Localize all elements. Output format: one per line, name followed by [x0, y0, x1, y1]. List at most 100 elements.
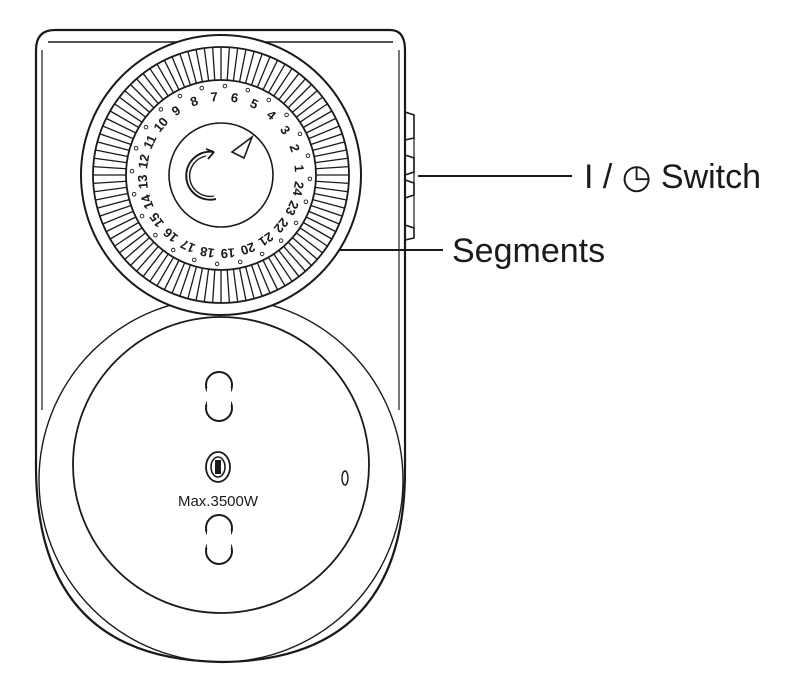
segment-tab[interactable] [99, 204, 132, 217]
segment-tab[interactable] [287, 84, 312, 109]
segment-tab[interactable] [283, 245, 306, 272]
segment-tab[interactable] [308, 125, 340, 140]
segment-tab[interactable] [312, 141, 345, 152]
segment-tab[interactable] [295, 232, 323, 254]
segment-tab[interactable] [238, 49, 247, 82]
segment-tab[interactable] [136, 78, 159, 105]
segment-tab[interactable] [97, 141, 130, 152]
segment-tab[interactable] [171, 262, 186, 294]
segment-tab[interactable] [179, 53, 192, 86]
segment-tab[interactable] [250, 53, 263, 86]
segment-tab[interactable] [93, 165, 127, 170]
segment-tab[interactable] [314, 192, 347, 201]
segment-tab[interactable] [156, 256, 175, 287]
segment-tab[interactable] [195, 268, 204, 301]
segment-tab[interactable] [262, 59, 279, 91]
segment-tab[interactable] [105, 117, 137, 134]
segment-tab[interactable] [267, 256, 286, 287]
segment-tab[interactable] [278, 249, 300, 277]
segment-tab[interactable] [226, 269, 231, 303]
segment-tab[interactable] [93, 180, 127, 185]
segment-tab[interactable] [211, 269, 216, 303]
segment-tab[interactable] [310, 204, 343, 217]
segment-tab[interactable] [97, 198, 130, 209]
segment-tab[interactable] [187, 266, 198, 299]
segment-tab[interactable] [109, 221, 140, 240]
segment-tab[interactable] [95, 192, 128, 201]
hour-number: 18 [199, 244, 216, 261]
segment-tab[interactable] [244, 266, 255, 299]
segment-tab[interactable] [262, 259, 279, 291]
segment-tab[interactable] [302, 221, 333, 240]
indicator-slot [341, 470, 349, 486]
segment-tab[interactable] [163, 59, 180, 91]
time-pointer-icon [230, 134, 254, 160]
segment-tab[interactable] [119, 96, 147, 118]
segment-tab[interactable] [273, 253, 293, 282]
segment-tab[interactable] [179, 264, 192, 297]
segment-tab[interactable] [102, 125, 134, 140]
segment-tab[interactable] [305, 216, 337, 233]
segment-tab[interactable] [305, 117, 337, 134]
segment-tab[interactable] [130, 241, 155, 266]
segment-tab[interactable] [315, 157, 348, 164]
segment-tab[interactable] [315, 180, 349, 185]
segment-tab[interactable] [130, 84, 155, 109]
segment-tab[interactable] [315, 186, 348, 193]
segment-tab[interactable] [142, 73, 164, 101]
segment-tab[interactable] [244, 51, 255, 84]
segment-tab[interactable] [114, 227, 143, 247]
segment-tab[interactable] [232, 269, 239, 302]
segment-tab[interactable] [287, 241, 312, 266]
segment-tab[interactable] [94, 186, 127, 193]
segment-tab[interactable] [203, 269, 210, 302]
segment-tab[interactable] [283, 78, 306, 105]
segment-tab[interactable] [256, 56, 271, 88]
side-switch[interactable] [404, 111, 415, 241]
segment-tab[interactable] [211, 47, 216, 81]
segment-tab[interactable] [203, 48, 210, 81]
segment-tab[interactable] [299, 227, 328, 247]
segment-tab[interactable] [291, 90, 318, 113]
segment-tab[interactable] [291, 237, 318, 260]
segment-tab[interactable] [232, 48, 239, 81]
segment-tab[interactable] [308, 210, 340, 225]
segment-tab[interactable] [310, 133, 343, 146]
segment-tab[interactable] [238, 268, 247, 301]
segment-tab[interactable] [109, 110, 140, 129]
segment-tab[interactable] [195, 49, 204, 82]
segment-tab[interactable] [149, 68, 169, 97]
segment-tab[interactable] [136, 245, 159, 272]
segment-tab[interactable] [267, 63, 286, 94]
segment-tab[interactable] [314, 149, 347, 158]
segment-tab[interactable] [114, 103, 143, 123]
socket-rating-label: Max.3500W [178, 493, 259, 510]
segment-tab[interactable] [250, 264, 263, 297]
segment-tab[interactable] [149, 253, 169, 282]
segment-tab[interactable] [171, 56, 186, 88]
segment-tab[interactable] [119, 232, 147, 254]
segment-tab[interactable] [94, 157, 127, 164]
segment-tab[interactable] [187, 51, 198, 84]
segment-tab[interactable] [105, 216, 137, 233]
segment-tab[interactable] [312, 198, 345, 209]
segment-tab[interactable] [278, 73, 300, 101]
segment-tab[interactable] [299, 103, 328, 123]
segment-tab[interactable] [124, 90, 151, 113]
segment-ring[interactable] [93, 47, 349, 303]
segment-tab[interactable] [273, 68, 293, 97]
segment-tab[interactable] [142, 249, 164, 277]
segment-tab[interactable] [156, 63, 175, 94]
segment-ring-inner [125, 79, 317, 271]
segment-tab[interactable] [95, 149, 128, 158]
segment-tab[interactable] [124, 237, 151, 260]
segment-tab[interactable] [302, 110, 333, 129]
segment-tab[interactable] [256, 262, 271, 294]
quarter-hour-mark [133, 145, 139, 151]
segment-tab[interactable] [99, 133, 132, 146]
segment-tab[interactable] [163, 259, 180, 291]
segment-tab[interactable] [102, 210, 134, 225]
segment-tab[interactable] [226, 47, 231, 81]
segment-tab[interactable] [315, 165, 349, 170]
segment-tab[interactable] [295, 96, 323, 118]
